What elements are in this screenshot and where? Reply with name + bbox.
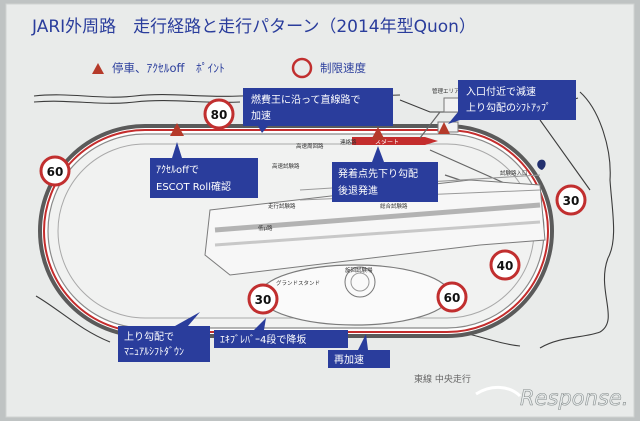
response-logo: Response.	[475, 386, 629, 410]
speed-sign-30-bottom: 30	[247, 283, 279, 315]
speed-sign-60-left: 60	[39, 155, 71, 187]
map-label-sogo: 総合試験路	[380, 202, 408, 210]
callout-reaccel: 再加速	[328, 334, 390, 368]
start-label: スタート	[375, 138, 399, 146]
svg-text:60: 60	[47, 165, 64, 179]
map-label-shikenro: 試験路入口	[500, 169, 528, 177]
speed-limit-icon	[291, 57, 313, 79]
svg-text:60: 60	[444, 291, 461, 305]
svg-text:後退発進: 後退発進	[338, 184, 378, 197]
stop-point-icon	[170, 123, 184, 136]
inner-facilities	[204, 97, 546, 326]
stop-point-icon	[438, 122, 450, 134]
legend: 停車、ｱｸｾﾙoff ﾎﾟｲﾝﾄ 制限速度	[92, 57, 366, 79]
callout-eco-lever: ｴｷﾌﾞﾚﾊﾞｰ4段で降坂	[214, 318, 348, 348]
callout-fuel-straight: 燃費王に沿って直線路で 加速	[243, 88, 393, 133]
map-label-rennraku: 連絡路	[340, 138, 357, 146]
legend-stop-label: 停車、ｱｸｾﾙoff ﾎﾟｲﾝﾄ	[112, 61, 225, 75]
svg-text:上り勾配のｼﾌﾄｱｯﾌﾟ: 上り勾配のｼﾌﾄｱｯﾌﾟ	[466, 101, 551, 114]
stop-points	[170, 122, 450, 140]
svg-text:再加速: 再加速	[334, 354, 364, 366]
speed-sign-60-right: 60	[436, 281, 468, 313]
svg-text:80: 80	[211, 108, 228, 122]
callout-uphill-downshift: 上り勾配で ﾏﾆｭｱﾙｼﾌﾄﾀﾞｳﾝ	[118, 312, 210, 362]
map-label-kosokushuukai: 高速周回路	[296, 142, 324, 150]
callout-accel-off: ｱｸｾﾙoffで ESCOT Roll確認	[150, 142, 258, 198]
svg-text:燃費王に沿って直線路で: 燃費王に沿って直線路で	[251, 93, 361, 106]
callout-entrance: 入口付近で減速 上り勾配のｼﾌﾄｱｯﾌﾟ	[448, 80, 576, 124]
map-labels: 高速周回路 連絡路 高速試験路 走行試験路 総合試験路 低μ路 グランドスタンド…	[258, 87, 528, 287]
diagram-title: JARI外周路 走行経路と走行パターン（2014年型Quon）	[31, 17, 476, 37]
map-label-sokouro: 走行試験路	[268, 202, 296, 210]
stop-point-icon	[371, 127, 385, 140]
svg-text:加速: 加速	[251, 110, 271, 122]
response-logo-text: Response.	[520, 386, 628, 410]
svg-text:30: 30	[563, 194, 580, 208]
map-label-kanri: 管理エリア	[432, 87, 460, 95]
svg-text:上り勾配で: 上り勾配で	[124, 330, 174, 343]
svg-text:ｴｷﾌﾞﾚﾊﾞｰ4段で降坂: ｴｷﾌﾞﾚﾊﾞｰ4段で降坂	[220, 333, 306, 346]
start-marker: スタート	[352, 137, 438, 146]
svg-text:30: 30	[255, 293, 272, 307]
speed-sign-30-right: 30	[555, 184, 587, 216]
svg-text:入口付近で減速: 入口付近で減速	[466, 85, 536, 98]
map-label-tenkai: 旋回試験場	[345, 266, 373, 274]
speed-sign-80: 80	[203, 98, 235, 130]
svg-text:ﾏﾆｭｱﾙｼﾌﾄﾀﾞｳﾝ: ﾏﾆｭｱﾙｼﾌﾄﾀﾞｳﾝ	[124, 346, 184, 358]
legend-speed-label: 制限速度	[320, 61, 366, 75]
logo-swoosh-icon	[475, 386, 522, 398]
stop-point-icon	[92, 63, 104, 74]
speed-sign-40: 40	[489, 249, 521, 281]
map-label-sokushi: 低μ路	[258, 224, 273, 232]
callout-departure: 発着点先下り勾配 後退発進	[332, 146, 438, 202]
svg-text:発着点先下り勾配: 発着点先下り勾配	[338, 167, 418, 180]
svg-text:ESCOT Roll確認: ESCOT Roll確認	[156, 180, 231, 193]
svg-text:40: 40	[497, 259, 514, 273]
map-label-kosoku-shiken: 高速試験路	[272, 162, 300, 170]
map-label-grandstand: グランドスタンド	[276, 279, 320, 287]
svg-text:ｱｸｾﾙoffで: ｱｸｾﾙoffで	[156, 164, 199, 176]
handwritten-note: 東線 中央走行	[414, 373, 471, 385]
